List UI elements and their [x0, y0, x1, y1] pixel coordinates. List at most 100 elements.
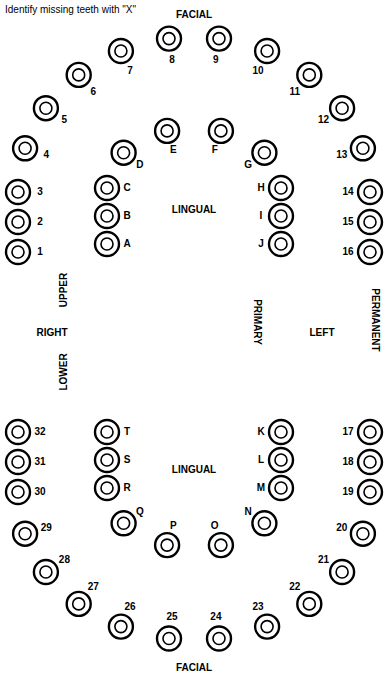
tooth-symbol	[358, 180, 382, 204]
tooth-symbol	[95, 476, 119, 500]
label-slot: PERMANENT	[370, 288, 380, 351]
tooth-symbol	[6, 420, 30, 444]
tooth-symbol	[358, 450, 382, 474]
tooth-outline	[157, 27, 181, 51]
label-slot: O	[211, 521, 219, 531]
title-slot: Identify missing teeth with "X"	[5, 5, 136, 15]
tooth-crown	[101, 238, 113, 250]
tooth-letter: L	[258, 455, 264, 465]
tooth-outline	[34, 96, 58, 120]
tooth-number: 18	[342, 457, 353, 467]
tooth-number: 26	[124, 602, 135, 612]
tooth-crown	[258, 147, 270, 159]
tooth-crown	[115, 45, 127, 57]
tooth-letter: J	[258, 239, 264, 249]
tooth-symbol	[330, 96, 354, 120]
tooth-crown	[364, 216, 376, 228]
tooth-letter: E	[170, 145, 177, 155]
tooth-number: 10	[252, 66, 263, 76]
tooth-crown	[19, 528, 31, 540]
tooth-symbol	[207, 627, 231, 651]
label-slot: 4	[43, 150, 49, 160]
label-slot: L	[258, 455, 264, 465]
label-slot: C	[123, 183, 130, 193]
tooth-symbol	[269, 204, 293, 228]
tooth-letter: I	[260, 211, 263, 221]
tooth-letter: P	[170, 521, 177, 531]
label-slot: S	[124, 455, 131, 465]
tooth-outline	[95, 420, 119, 444]
label-slot: 16	[342, 247, 353, 257]
label-slot: 30	[34, 487, 45, 497]
dentition-label: PERMANENT	[370, 288, 380, 351]
tooth-crown	[261, 45, 273, 57]
label-slot: LOWER	[59, 353, 69, 390]
tooth-letter: D	[136, 160, 143, 170]
tooth-outline	[269, 232, 293, 256]
side-label: RIGHT	[36, 328, 67, 338]
tooth-symbol	[157, 627, 181, 651]
tooth-number: 11	[290, 87, 301, 97]
tooth-crown	[12, 246, 24, 258]
label-slot: 28	[59, 555, 70, 565]
label-slot: Q	[136, 507, 144, 517]
tooth-symbol	[255, 615, 279, 639]
tooth-symbol	[95, 232, 119, 256]
tooth-letter: H	[257, 183, 264, 193]
label-slot: E	[170, 145, 177, 155]
label-slot: 24	[210, 612, 221, 622]
tooth-outline	[95, 476, 119, 500]
tooth-outline	[269, 176, 293, 200]
tooth-number: 19	[342, 487, 353, 497]
tooth-crown	[275, 210, 287, 222]
tooth-number: 7	[127, 66, 133, 76]
tooth-crown	[336, 102, 348, 114]
tooth-outline	[207, 27, 231, 51]
tooth-number: 24	[210, 612, 221, 622]
tooth-crown	[12, 426, 24, 438]
tooth-number: 14	[342, 187, 353, 197]
tooth-outline	[358, 450, 382, 474]
label-slot: J	[258, 239, 264, 249]
label-slot: I	[260, 211, 263, 221]
tooth-symbol	[269, 420, 293, 444]
tooth-outline	[13, 136, 37, 160]
tooth-outline	[6, 480, 30, 504]
tooth-outline	[155, 119, 179, 143]
tooth-outline	[351, 522, 375, 546]
tooth-outline	[269, 420, 293, 444]
label-slot: 25	[167, 612, 178, 622]
tooth-symbol	[330, 560, 354, 584]
tooth-symbol	[112, 141, 136, 165]
tooth-crown	[258, 517, 270, 529]
tooth-outline	[297, 63, 321, 87]
tooth-outline	[351, 136, 375, 160]
tooth-symbol	[252, 141, 276, 165]
tooth-crown	[118, 147, 130, 159]
tooth-letter: K	[257, 427, 264, 437]
label-slot: F	[212, 145, 218, 155]
tooth-letter: S	[124, 455, 131, 465]
tooth-letter: R	[123, 483, 130, 493]
tooth-crown	[12, 456, 24, 468]
label-slot: 14	[342, 187, 353, 197]
tooth-symbol	[67, 592, 91, 616]
tooth-number: 15	[342, 217, 353, 227]
tooth-outline	[358, 180, 382, 204]
label-slot: LINGUAL	[172, 205, 216, 215]
tooth-symbol	[109, 615, 133, 639]
tooth-symbol	[112, 511, 136, 535]
tooth-crown	[364, 246, 376, 258]
tooth-number: 16	[342, 247, 353, 257]
tooth-crown	[12, 186, 24, 198]
label-slot: FACIAL	[176, 663, 212, 673]
tooth-symbol	[109, 39, 133, 63]
label-slot: N	[245, 507, 252, 517]
tooth-crown	[161, 125, 173, 137]
tooth-crown	[303, 598, 315, 610]
label-slot: 12	[318, 115, 329, 125]
tooth-number: 12	[318, 115, 329, 125]
tooth-crown	[364, 456, 376, 468]
tooth-symbol	[269, 448, 293, 472]
tooth-crown	[215, 125, 227, 137]
